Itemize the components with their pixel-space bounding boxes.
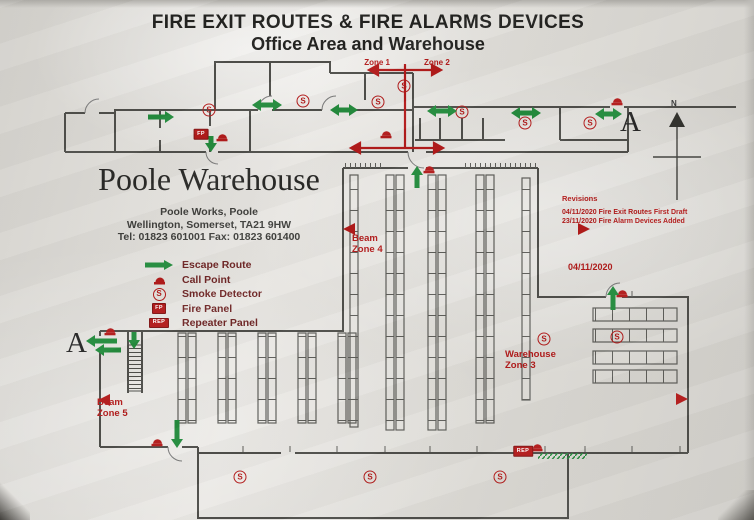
- company-address: Poole Works, Poole Wellington, Somerset,…: [80, 206, 338, 244]
- smoke-detector-icon: S: [371, 95, 385, 109]
- plan-title: FIRE EXIT ROUTES & FIRE ALARMS DEVICES: [151, 12, 585, 33]
- call-point-icon: [216, 132, 229, 142]
- escape-route-arrow: [330, 104, 358, 116]
- escape-route-arrow: [427, 105, 457, 117]
- company-name: Poole Warehouse: [98, 161, 320, 197]
- escape-route-arrow: [252, 99, 282, 111]
- legend-row-fire-panel: FP Fire Panel: [140, 302, 340, 316]
- smoke-detector-glyph: S: [152, 287, 166, 301]
- repeater-panel-glyph: REP: [149, 317, 169, 329]
- zone1-label: Zone 1: [364, 58, 390, 67]
- call-point-icon: [616, 288, 629, 298]
- revisions-heading: Revisions: [562, 194, 598, 203]
- beam-zone4-label: Beam Zone 4: [352, 233, 383, 255]
- smoke-detector-icon: S: [610, 330, 624, 344]
- north-compass-icon: [653, 112, 701, 200]
- repeater-panel-icon: REP: [140, 317, 178, 329]
- smoke-detector-icon: S: [455, 105, 469, 119]
- plan-date: 04/11/2020: [568, 262, 613, 272]
- escape-route-arrow: [171, 420, 183, 448]
- beam-detector-arrowhead: [343, 223, 355, 235]
- photo-edge-top: [0, 0, 754, 8]
- escape-route-icon: [140, 260, 178, 270]
- repeater-panel-icon: REP: [513, 445, 533, 457]
- smoke-detector-icon: S: [233, 470, 247, 484]
- call-point-icon: [380, 129, 393, 139]
- photo-corner-dark-left: [0, 480, 30, 520]
- fire-panel-icon: FP: [140, 303, 178, 314]
- escape-route-arrow: [205, 136, 217, 152]
- smoke-detector-icon: S: [202, 103, 216, 117]
- vertical-racking: [177, 174, 531, 431]
- beam-detector-arrowhead: [98, 394, 110, 406]
- fire-panel-glyph: FP: [151, 303, 167, 314]
- legend-row-escape-route: Escape Route: [140, 258, 340, 272]
- address-line-2: Wellington, Somerset, TA21 9HW: [126, 218, 292, 231]
- photo-corner-dark-right: [718, 490, 754, 520]
- escape-route-arrow: [95, 344, 121, 356]
- door-arcs: [84, 95, 621, 462]
- section-marker-a-right: A: [620, 106, 641, 138]
- smoke-detector-icon: S: [397, 79, 411, 93]
- legend-row-call-point: Call Point: [140, 273, 340, 287]
- beam-detector-arrowhead: [578, 223, 590, 235]
- legend-row-repeater-panel: REP Repeater Panel: [140, 316, 340, 330]
- legend: Escape Route Call Point S Smoke Detector…: [140, 258, 340, 331]
- call-point-icon: [151, 437, 164, 447]
- beam-zone5-label: Beam Zone 5: [97, 397, 128, 419]
- call-point-icon: [104, 326, 117, 336]
- escape-route-arrow: [607, 286, 619, 310]
- beam-detector-arrowhead: [676, 393, 688, 405]
- escape-route-arrow: [148, 111, 174, 123]
- escape-route-arrow: [86, 335, 117, 347]
- north-label: N: [671, 99, 677, 108]
- revision-entry: 23/11/2020 Fire Alarm Devices Added: [562, 218, 685, 225]
- zone2-label: Zone 2: [424, 58, 450, 67]
- revision-entry: 04/11/2020 Fire Exit Routes First Draft: [562, 209, 688, 216]
- escape-route-arrow: [411, 166, 423, 188]
- wall-hatch: [461, 163, 537, 168]
- smoke-detector-icon: S: [493, 470, 507, 484]
- legend-label: Fire Panel: [182, 302, 233, 315]
- escape-route-arrow: [595, 108, 622, 120]
- wall-hatch: [345, 163, 385, 168]
- legend-label: Call Point: [182, 273, 231, 286]
- zone-divider: [348, 63, 446, 155]
- smoke-detector-icon: S: [583, 116, 597, 130]
- call-point-icon: [531, 442, 544, 452]
- smoke-detector-icon: S: [140, 287, 178, 301]
- fire-panel-icon: FP: [193, 128, 209, 140]
- legend-label: Smoke Detector: [182, 288, 262, 300]
- call-point-icon: [611, 96, 624, 106]
- legend-label: Repeater Panel: [182, 317, 258, 329]
- smoke-detector-icon: S: [296, 94, 310, 108]
- escape-route-arrow: [128, 332, 140, 349]
- plan-subtitle: Office Area and Warehouse: [251, 34, 485, 54]
- section-marker-a-left: A: [66, 327, 87, 359]
- smoke-detector-icon: S: [537, 332, 551, 346]
- address-line-1: Poole Works, Poole: [160, 206, 258, 218]
- column-ticks: [242, 291, 681, 452]
- call-point-icon: [140, 275, 178, 285]
- photo-edge-right: [744, 0, 754, 520]
- legend-row-smoke-detector: S Smoke Detector: [140, 287, 340, 301]
- call-point-icon: [423, 164, 436, 174]
- address-line-3: Tel: 01823 601001 Fax: 01823 601400: [117, 231, 301, 243]
- warehouse-zone3-label: Warehouse Zone 3: [505, 349, 556, 371]
- smoke-detector-icon: S: [518, 116, 532, 130]
- escape-route-arrow: [511, 107, 541, 119]
- dock-strip: [538, 453, 587, 459]
- legend-label: Escape Route: [182, 259, 252, 271]
- smoke-detector-icon: S: [363, 470, 377, 484]
